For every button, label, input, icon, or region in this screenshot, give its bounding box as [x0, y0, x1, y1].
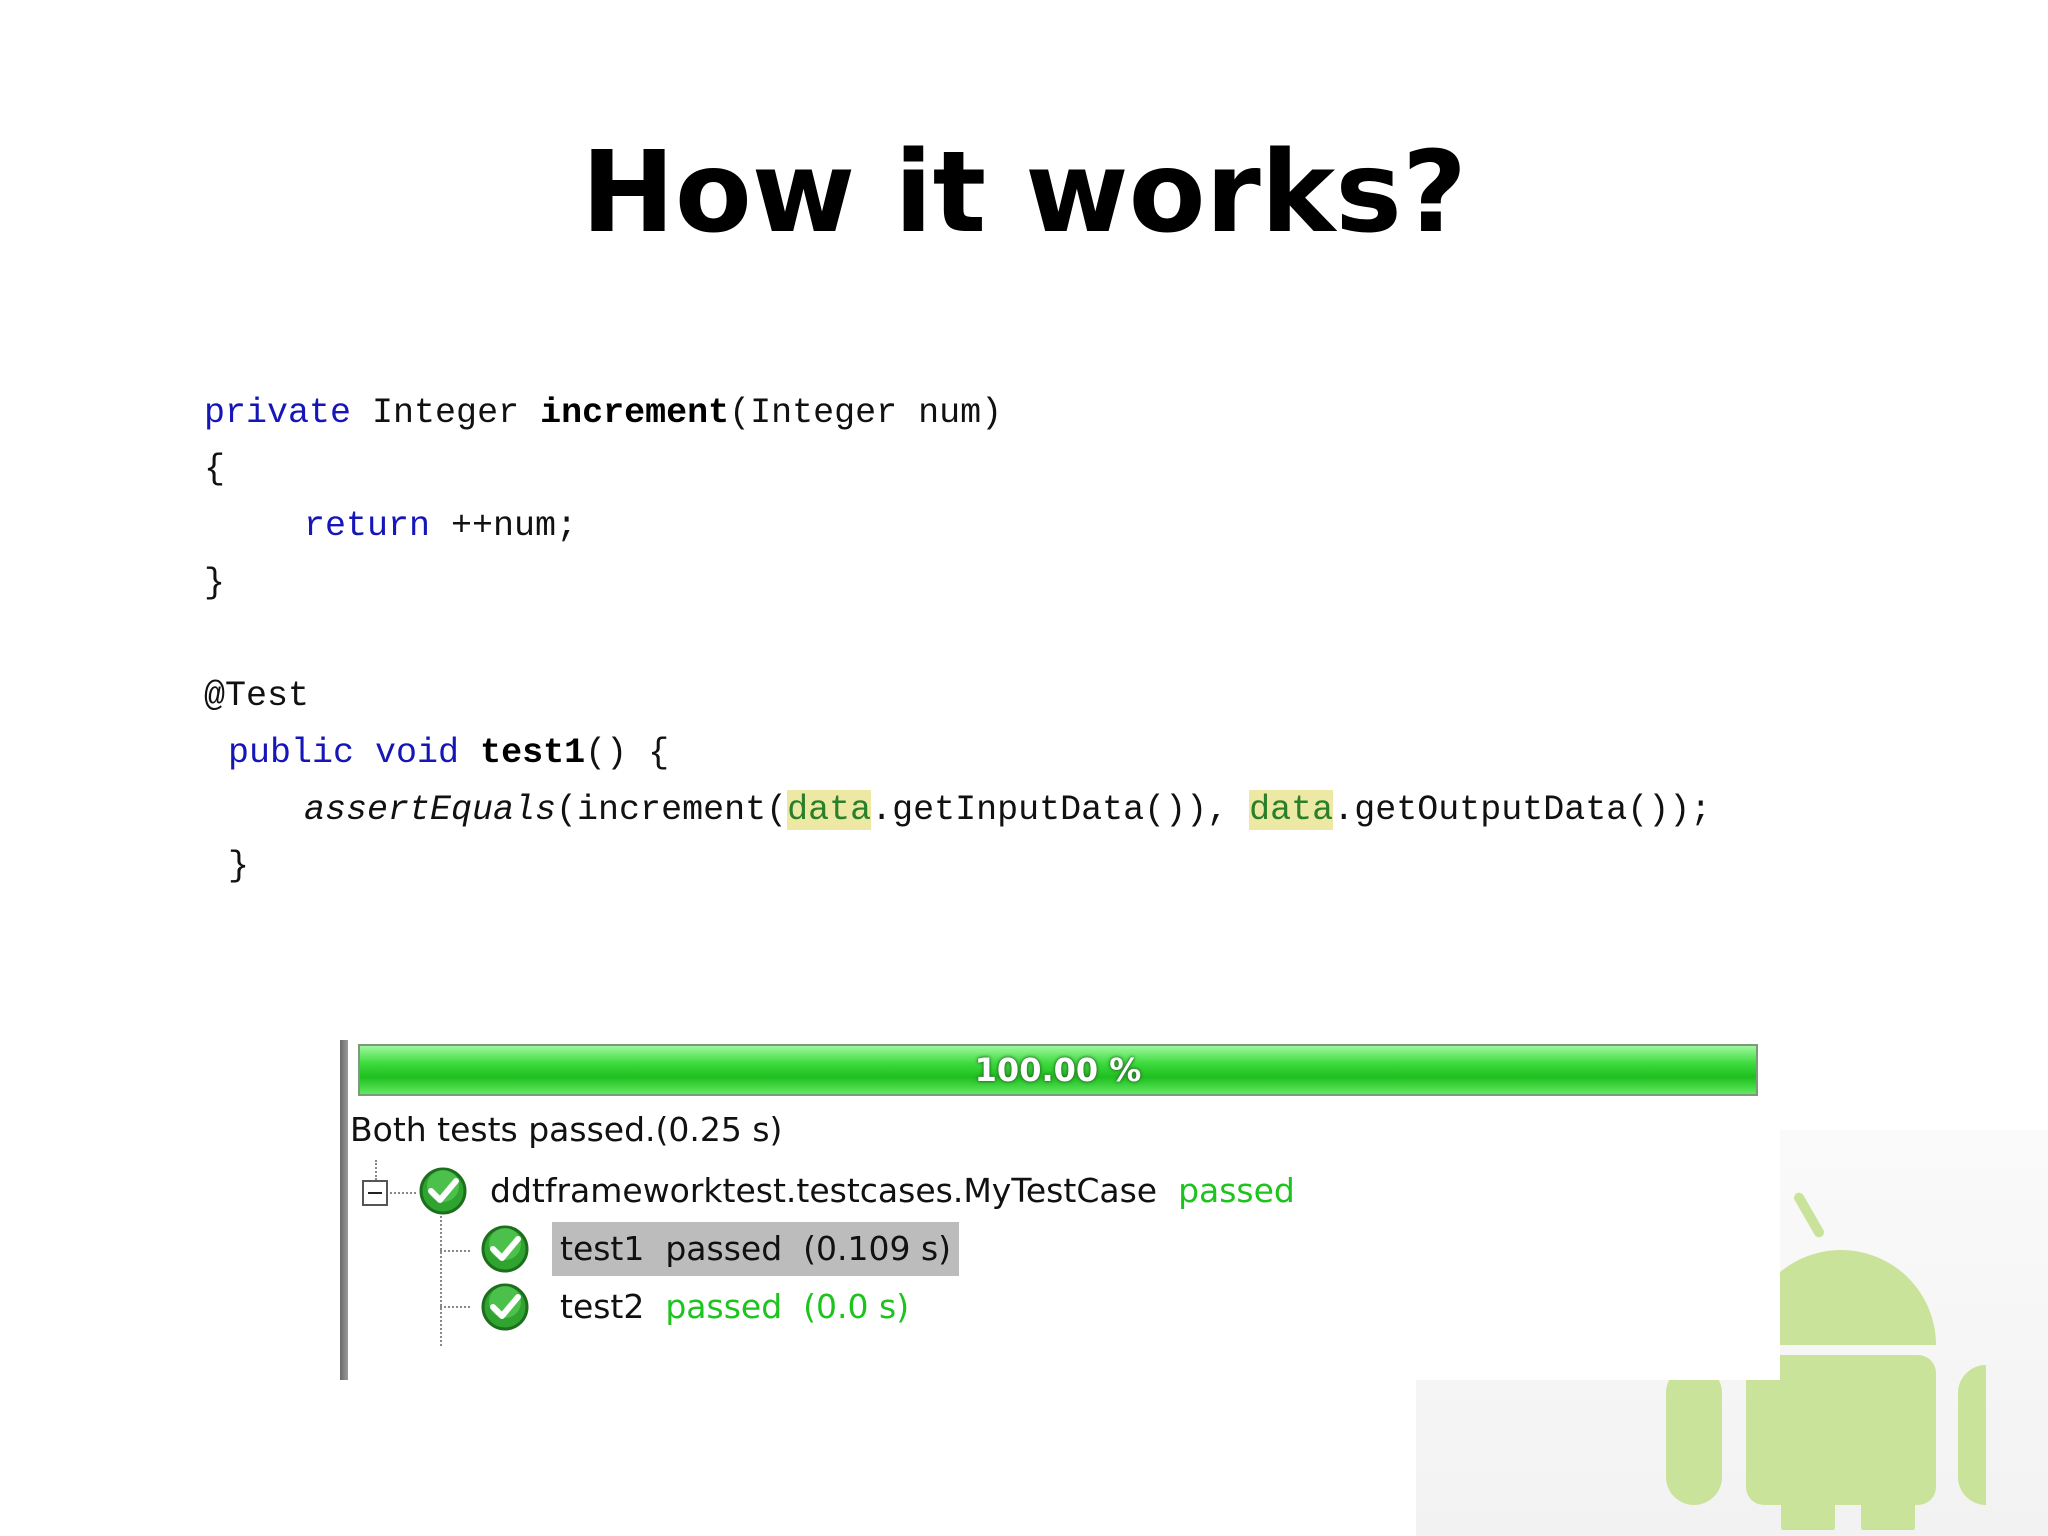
test-runner-panel: 100.00 % Both tests passed.(0.25 s) ddtf…: [340, 1040, 1780, 1380]
progress-label: 100.00 %: [974, 1051, 1142, 1089]
code-keyword: return: [304, 506, 431, 546]
code-expression: ++num;: [451, 506, 578, 546]
code-segment: .getInputData()),: [871, 790, 1250, 830]
tree-connector: [375, 1160, 377, 1180]
android-robot-icon: [1666, 1192, 1986, 1530]
code-highlight: data: [787, 790, 872, 830]
test-time: (0.0 s): [803, 1287, 910, 1326]
tree-item-suite[interactable]: ddtframeworktest.testcases.MyTestCase pa…: [490, 1164, 1295, 1218]
slide-title: How it works?: [581, 128, 1467, 258]
code-type: Integer: [372, 393, 520, 433]
code-punct: () {: [585, 733, 670, 773]
tree-item-test2[interactable]: test2 passed (0.0 s): [552, 1280, 917, 1334]
code-params: (Integer num): [729, 393, 1003, 433]
test-summary: Both tests passed.(0.25 s): [350, 1110, 783, 1149]
code-line-1: private Integer increment(Integer num): [204, 388, 1002, 438]
code-segment: .getOutputData());: [1333, 790, 1712, 830]
tree-connector: [440, 1250, 470, 1252]
code-line-8: }: [228, 846, 250, 886]
test-name: test2: [560, 1287, 645, 1326]
check-circle-icon: [481, 1283, 529, 1331]
tree-connector: [440, 1216, 442, 1346]
code-keyword: void: [375, 733, 460, 773]
code-line-4: }: [204, 563, 226, 603]
code-keyword: public: [228, 733, 355, 773]
code-method-name: increment: [540, 393, 730, 433]
code-line-2: {: [204, 449, 226, 489]
progress-fill: [360, 1046, 1756, 1094]
code-line-5: @Test: [204, 676, 310, 716]
suite-name: ddtframeworktest.testcases.MyTestCase: [490, 1171, 1158, 1210]
code-highlight: data: [1249, 790, 1334, 830]
code-method-name: test1: [480, 733, 586, 773]
code-line-3: return ++num;: [304, 501, 577, 551]
code-assert: assertEquals: [304, 790, 557, 830]
progress-bar: 100.00 %: [358, 1044, 1758, 1096]
collapse-minus-icon[interactable]: [362, 1180, 388, 1206]
code-segment: (increment(: [556, 790, 788, 830]
code-keyword: private: [204, 393, 352, 433]
check-circle-icon: [419, 1167, 467, 1215]
test-status: passed: [665, 1287, 783, 1326]
test-time: (0.109 s): [803, 1229, 952, 1268]
tree-connector: [440, 1306, 470, 1308]
code-line-7: assertEquals(increment(data.getInputData…: [304, 785, 1711, 835]
test-status: passed: [665, 1229, 783, 1268]
tree-connector: [390, 1192, 416, 1194]
code-line-6: public void test1() {: [228, 728, 669, 778]
suite-status: passed: [1178, 1171, 1295, 1210]
panel-splitter[interactable]: [340, 1040, 348, 1380]
tree-item-test1[interactable]: test1 passed (0.109 s): [552, 1222, 960, 1276]
check-circle-icon: [481, 1225, 529, 1273]
test-name: test1: [560, 1229, 645, 1268]
